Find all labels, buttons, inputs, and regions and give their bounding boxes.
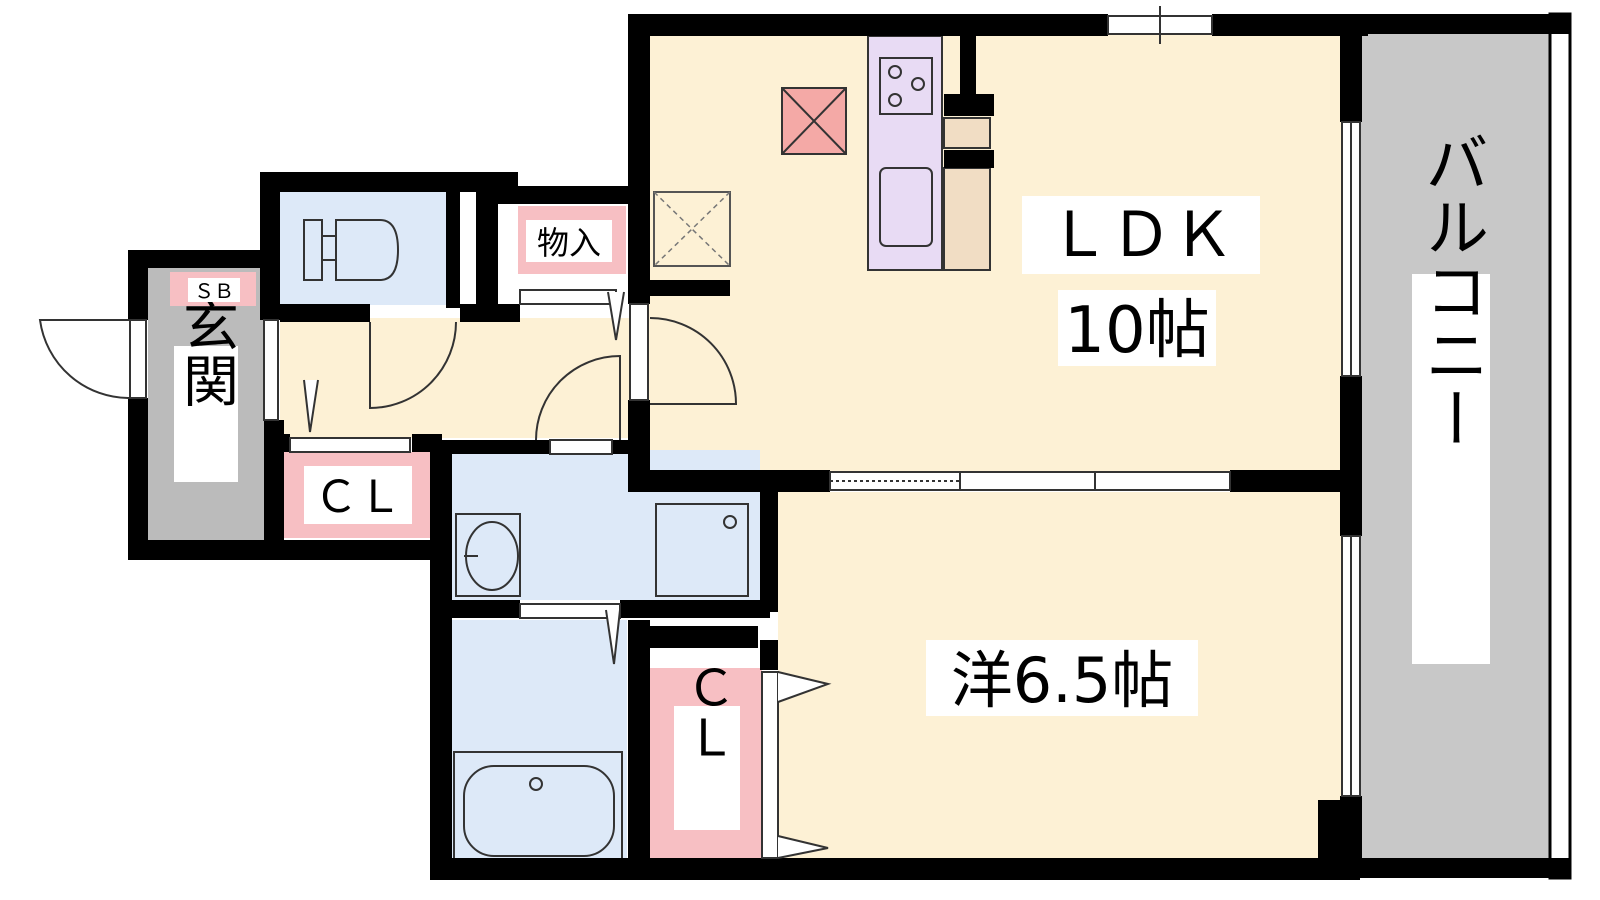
bathtub-icon: [453, 751, 623, 865]
hallway-floor: [280, 318, 640, 438]
doors: [38, 289, 832, 859]
storage-label: 物入: [537, 224, 601, 262]
balcony-label: バルコニー: [1414, 130, 1488, 450]
burner-icon: [888, 65, 902, 79]
balcony-top: [1360, 14, 1570, 34]
ldk-label: ＬＤＫ: [1048, 198, 1234, 271]
ldk-size-bg: [1058, 290, 1216, 366]
closet-hall-label-bg: [304, 466, 412, 524]
western-room-label: 洋6.5帖: [951, 644, 1174, 717]
balcony-rail: [1548, 12, 1572, 880]
ldk-size-label: 10帖: [1064, 294, 1209, 368]
burner-icon: [888, 93, 902, 107]
balcony-label-bg: [1412, 274, 1490, 664]
storage-label-bg: [526, 220, 612, 262]
ldk-label-bg: [1022, 196, 1260, 274]
washbasin-icon: [455, 513, 521, 597]
walls: [128, 14, 1368, 880]
washing-machine-icon: [655, 503, 749, 597]
windows: [829, 6, 1361, 797]
balcony-bottom: [1360, 858, 1570, 878]
closet-hall-label: ＣＬ: [314, 472, 402, 523]
shoe-box-label-bg: [188, 278, 240, 302]
fridge-space: [943, 117, 991, 149]
burner-icon: [911, 77, 925, 91]
ceiling-vent-icon: [653, 191, 731, 267]
cupboard: [943, 167, 991, 271]
entrance-label: 玄関: [174, 296, 239, 408]
shoe-box-label: ＳＢ: [194, 279, 234, 303]
entrance-label-bg: [174, 346, 238, 482]
toilet-icon: [303, 219, 400, 281]
closet-room-label-bg: [674, 706, 740, 830]
sink-icon: [879, 167, 933, 247]
western-label-bg: [926, 640, 1198, 716]
closet-room-label: ＣＬ: [678, 662, 736, 762]
